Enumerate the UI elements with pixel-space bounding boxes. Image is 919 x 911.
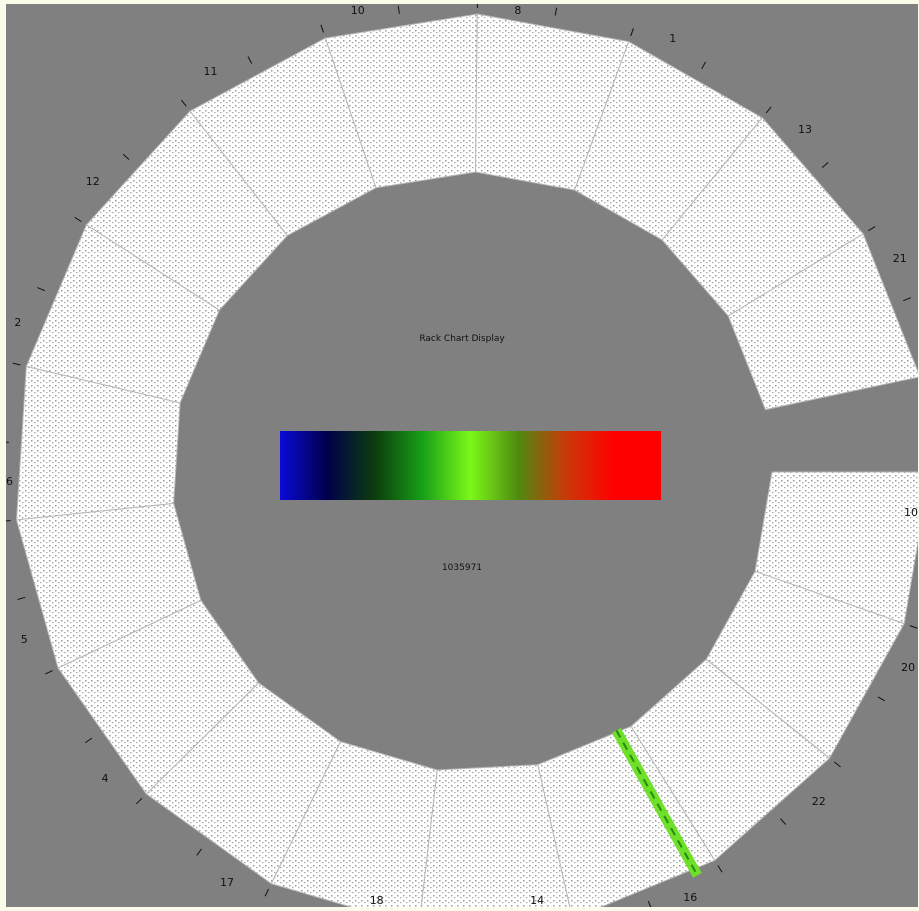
- sector-tick: [37, 287, 46, 292]
- sector-label: 12: [85, 174, 100, 188]
- sector-label: 2: [14, 316, 22, 330]
- sector-tick: [247, 56, 253, 64]
- position-marker[interactable]: [612, 727, 702, 878]
- sector-tick: [717, 865, 723, 873]
- sector-tick: [780, 818, 787, 825]
- sector-tick: [6, 520, 11, 522]
- sector-tick: [630, 28, 634, 37]
- sector-label: 21: [892, 252, 907, 266]
- sector-tick: [45, 670, 53, 675]
- sector-tick: [181, 99, 187, 107]
- sector-tick: [196, 848, 202, 856]
- sector-label: 16: [683, 890, 698, 904]
- sector-label: 22: [811, 794, 826, 808]
- sector-label: 11: [203, 65, 218, 79]
- sector-tick: [12, 362, 21, 366]
- status-code: 1035971: [441, 563, 483, 573]
- color-scale-bar: [280, 431, 661, 500]
- sector-tick: [6, 441, 9, 443]
- sector-label: 17: [220, 875, 234, 889]
- sector-tick: [320, 24, 324, 33]
- sector-tick: [903, 297, 911, 302]
- wheel-display-panel: 10 20 22 16 14 18 17 4 5 6 2 12 11 10 8 1 13 21 Rack Char…: [6, 4, 918, 907]
- sector-label: 1: [669, 31, 677, 45]
- sector-ring: [6, 4, 918, 907]
- sector-tick: [765, 106, 772, 114]
- sector-tick: [135, 797, 143, 805]
- display-title: Rack Chart Display: [419, 334, 505, 344]
- sector-label: 20: [901, 661, 916, 675]
- sector-label: 10: [350, 4, 365, 17]
- sector-tick: [909, 625, 918, 629]
- sector-tick: [647, 901, 652, 907]
- sector-label: 5: [20, 632, 28, 646]
- sector-tick: [821, 161, 829, 168]
- sector-label: 4: [101, 771, 109, 785]
- sector-tick: [833, 761, 841, 768]
- sector-tick: [554, 7, 558, 16]
- sector-tick: [877, 696, 886, 702]
- sector-tick: [701, 61, 707, 70]
- ring-sector[interactable]: [727, 233, 918, 411]
- sector-tick: [122, 153, 130, 160]
- sector-label: 18: [369, 894, 384, 907]
- sector-tick: [397, 5, 400, 14]
- sector-tick: [85, 737, 93, 744]
- sector-tick: [17, 596, 26, 600]
- sector-label: 6: [6, 475, 13, 489]
- sector-label: 10: [904, 505, 918, 519]
- sector-label: 13: [798, 122, 813, 136]
- sector-tick: [74, 216, 82, 222]
- sector-label: 8: [514, 4, 522, 17]
- sector-label: 14: [530, 894, 545, 907]
- sector-tick: [868, 226, 876, 232]
- sector-tick: [264, 888, 270, 897]
